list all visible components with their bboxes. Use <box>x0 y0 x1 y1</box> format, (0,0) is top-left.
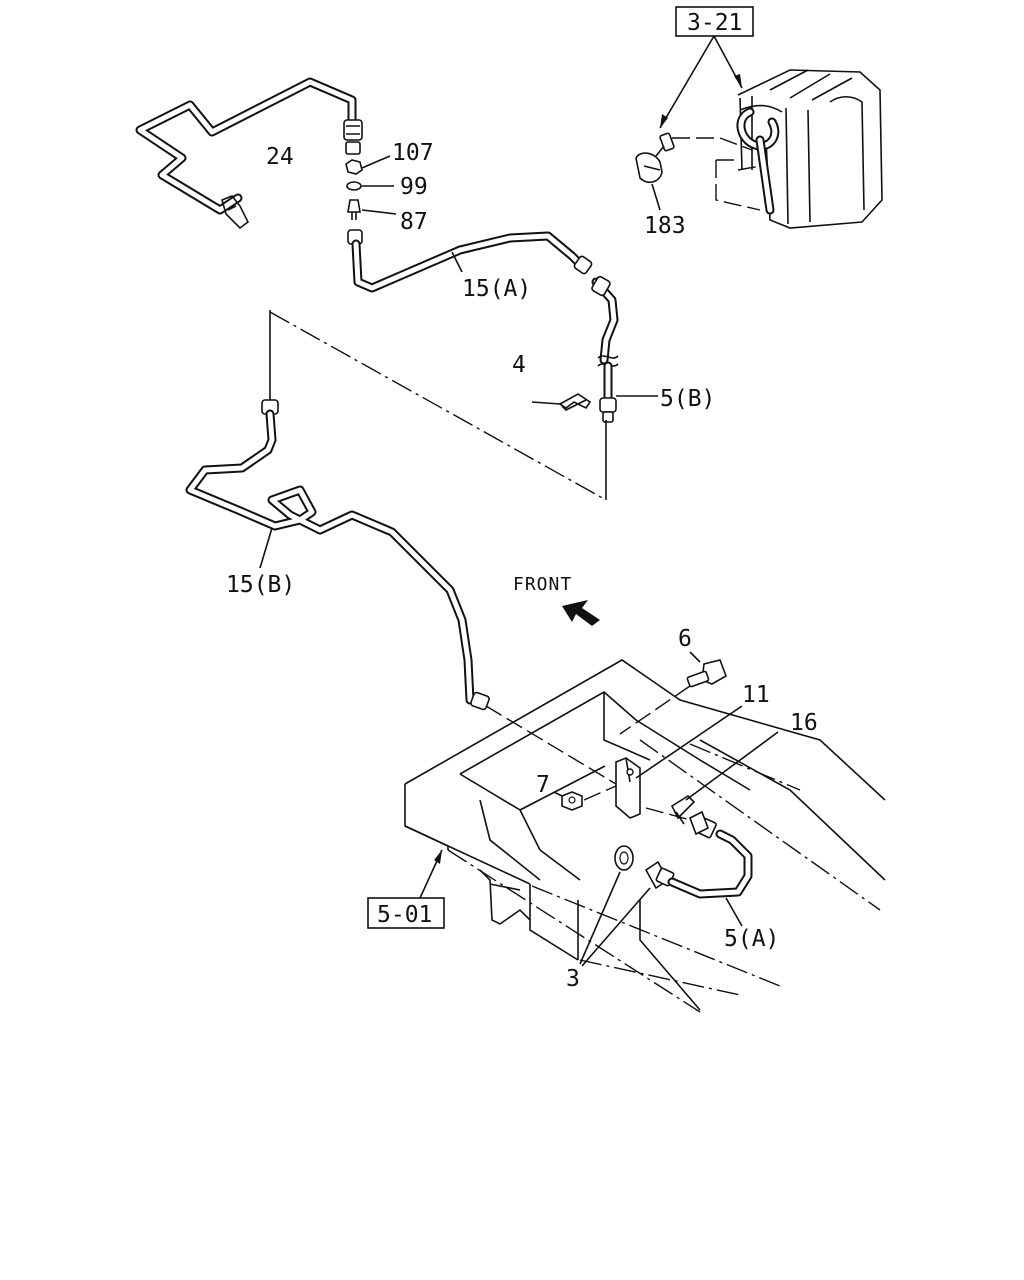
part-label-15a: 15(A) <box>462 276 531 302</box>
part-label-11: 11 <box>742 682 770 708</box>
ref-box-5-01 <box>367 897 445 929</box>
part-label-3: 3 <box>566 966 580 992</box>
part-label-5b: 5(B) <box>660 386 715 412</box>
front-label: FRONT <box>513 574 572 595</box>
pipe-15b <box>185 399 490 711</box>
assembly-3-21 <box>635 69 883 229</box>
pipe-24 <box>135 77 357 230</box>
part-label-5a: 5(A) <box>724 926 779 952</box>
arrow-up-left-icon <box>562 600 600 626</box>
clip-4 <box>558 393 592 411</box>
nut-107 <box>345 159 363 175</box>
part-label-4: 4 <box>512 352 526 378</box>
part-label-7: 7 <box>536 772 550 798</box>
part-label-16: 16 <box>790 710 818 736</box>
fitting-stack <box>343 119 363 245</box>
bracket-11 <box>615 757 641 819</box>
bolt-87 <box>347 199 361 213</box>
part-label-6: 6 <box>678 626 692 652</box>
washer-99 <box>346 181 362 191</box>
ref-label-3-21: 3-21 <box>687 10 742 36</box>
washer-3 <box>614 845 634 871</box>
ref-label-5-01: 5-01 <box>377 902 432 928</box>
part-label-99: 99 <box>400 174 428 200</box>
part-label-15b: 15(B) <box>226 572 295 598</box>
pipe-15a <box>351 231 619 423</box>
part-label-107: 107 <box>392 140 434 166</box>
bolt-6 <box>686 659 727 688</box>
part-label-24: 24 <box>266 144 294 170</box>
chassis-frame <box>404 659 886 1013</box>
part-label-183: 183 <box>644 213 686 239</box>
hose-5a <box>644 810 753 899</box>
part-label-87: 87 <box>400 209 428 235</box>
clip-16 <box>670 794 696 825</box>
nut-7 <box>561 791 583 811</box>
